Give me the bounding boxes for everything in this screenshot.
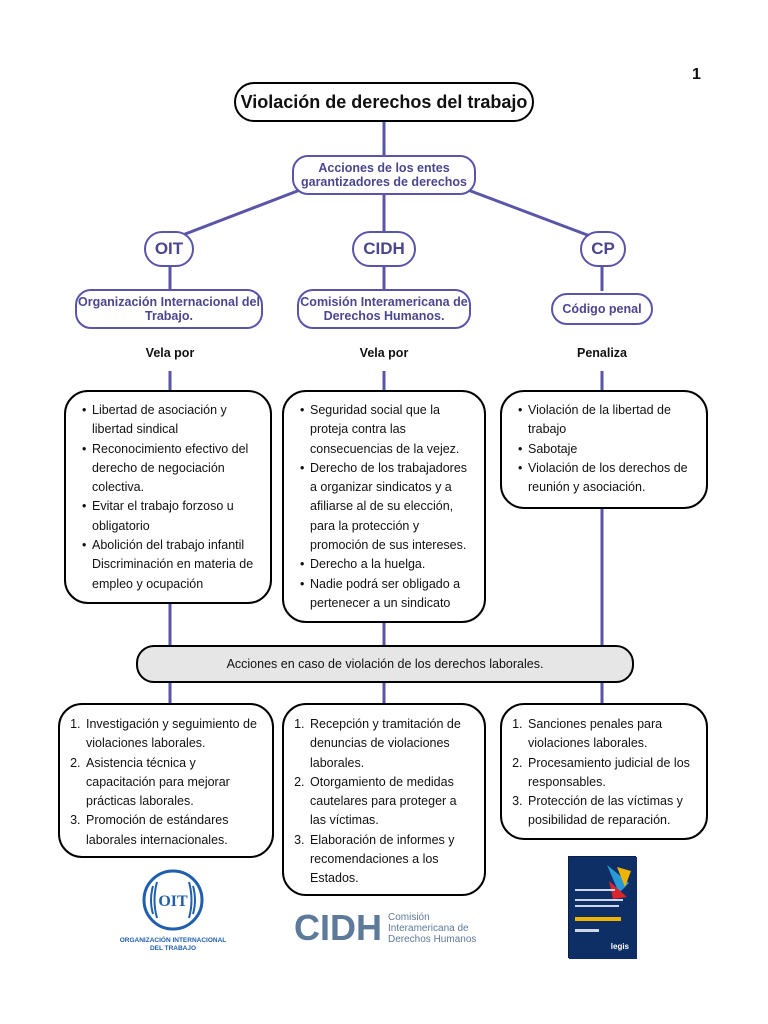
- oit-full-name: Organización Internacional del Trabajo.: [75, 289, 263, 329]
- cp-node: CP: [580, 231, 626, 267]
- cidh-actions-box: Recepción y tramitación de denuncias de …: [282, 703, 486, 896]
- list-item: Recepción y tramitación de denuncias de …: [308, 715, 474, 773]
- cidh-full-name: Comisión Interamericana de Derechos Huma…: [297, 289, 471, 329]
- oit-logo-caption: ORGANIZACIÓN INTERNACIONAL DEL TRABAJO: [119, 937, 227, 952]
- list-item: Sanciones penales para violaciones labor…: [526, 715, 696, 754]
- cp-actions-box: Sanciones penales para violaciones labor…: [500, 703, 708, 840]
- oit-items-box: Libertad de asociación y libertad sindic…: [64, 390, 272, 604]
- list-item: Libertad de asociación y libertad sindic…: [82, 401, 260, 440]
- oit-actions-box: Investigación y seguimiento de violacion…: [58, 703, 274, 858]
- cidh-items-box: Seguridad social que la proteja contra l…: [282, 390, 486, 623]
- cidh-logo-text: Comisión Interamericana de Derechos Huma…: [388, 911, 477, 945]
- list-item: Nadie podrá ser obligado a pertenecer a …: [300, 575, 474, 614]
- cidh-node: CIDH: [352, 231, 416, 267]
- list-item: Investigación y seguimiento de violacion…: [84, 715, 262, 754]
- list-item: Derecho de los trabajadores a organizar …: [300, 459, 474, 555]
- list-item: Elaboración de informes y recomendacione…: [308, 831, 474, 889]
- page-number: 1: [692, 66, 701, 83]
- book-brand: legis: [611, 942, 630, 951]
- actions-node: Acciones de los entes garantizadores de …: [292, 155, 476, 195]
- diagram-title: Violación de derechos del trabajo: [234, 82, 534, 122]
- list-item: Violación de los derechos de reunión y a…: [518, 459, 696, 498]
- list-item: Asistencia técnica y capacitación para m…: [84, 754, 262, 812]
- oit-emblem-text: OIT: [158, 893, 188, 910]
- book-cover-art-icon: legis: [569, 857, 637, 959]
- list-item: Otorgamiento de medidas cautelares para …: [308, 773, 474, 831]
- list-item: Seguridad social que la proteja contra l…: [300, 401, 474, 459]
- list-item: Abolición del trabajo infantil Discrimin…: [82, 536, 260, 594]
- oit-node: OIT: [144, 231, 194, 267]
- cp-full-name: Código penal: [551, 293, 653, 325]
- codigo-penal-book-cover: legis: [568, 856, 637, 959]
- cidh-logo: CIDH Comisión Interamericana de Derechos…: [294, 906, 484, 950]
- violation-actions-bar: Acciones en caso de violación de los der…: [136, 645, 634, 683]
- cidh-relation: Vela por: [359, 346, 409, 360]
- list-item: Procesamiento judicial de los responsabl…: [526, 754, 696, 793]
- list-item: Protección de las víctimas y posibilidad…: [526, 792, 696, 831]
- list-item: Derecho a la huelga.: [300, 555, 474, 575]
- list-item: Violación de la libertad de trabajo: [518, 401, 696, 440]
- cp-items-box: Violación de la libertad de trabajo Sabo…: [500, 390, 708, 509]
- cp-relation: Penaliza: [576, 346, 628, 360]
- oit-logo: OIT ORGANIZACIÓN INTERNACIONAL DEL TRABA…: [118, 868, 228, 958]
- list-item: Reconocimiento efectivo del derecho de n…: [82, 440, 260, 498]
- list-item: Evitar el trabajo forzoso u obligatorio: [82, 497, 260, 536]
- list-item: Promoción de estándares laborales intern…: [84, 811, 262, 850]
- oit-emblem-icon: OIT: [142, 869, 204, 931]
- list-item: Sabotaje: [518, 440, 696, 460]
- cidh-logo-letters: CIDH: [294, 907, 382, 948]
- oit-relation: Vela por: [145, 346, 195, 360]
